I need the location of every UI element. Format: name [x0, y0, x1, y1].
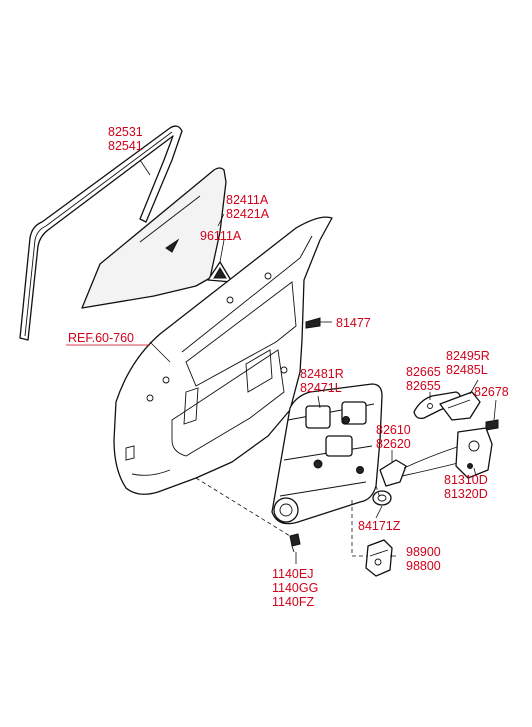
window-motor: [365, 539, 393, 577]
label-glass-clip: 96111A: [200, 229, 242, 243]
label-regulator-1: 82481R: [300, 367, 344, 381]
label-door-glass-2: 82421A: [226, 207, 270, 221]
label-run-channel-2: 82541: [108, 139, 143, 153]
label-bolt-81477: 81477: [336, 316, 371, 330]
label-bolts-1: 1140EJ: [272, 567, 313, 581]
label-rod-1: 82610: [376, 423, 411, 437]
label-run-channel-1: 82531: [108, 125, 143, 139]
label-bolts-2: 1140GG: [272, 581, 318, 595]
handle-frame: [439, 391, 481, 421]
label-door-glass-1: 82411A: [226, 193, 269, 207]
label-handle-frame-2: 82485L: [446, 363, 488, 377]
label-latch-1: 81310D: [444, 473, 488, 487]
seal-84171: [372, 490, 392, 506]
door-panel: [113, 216, 333, 495]
window-regulator: [271, 383, 383, 525]
label-motor-2: 98800: [406, 559, 441, 573]
label-bolts-3: 1140FZ: [272, 595, 315, 609]
bolt-81477: [305, 317, 321, 329]
label-rod-2: 82620: [376, 437, 411, 451]
label-handle-1: 82665: [406, 365, 441, 379]
glass-clip: [207, 261, 233, 283]
door-latch: [455, 427, 493, 479]
screw-82678: [485, 419, 499, 431]
leader-lines: [139, 159, 497, 564]
glass-run-channel: [19, 125, 183, 341]
label-ref: REF.60-760: [68, 331, 134, 345]
label-latch-2: 81320D: [444, 487, 488, 501]
label-seal-84171: 84171Z: [358, 519, 401, 533]
label-handle-2: 82655: [406, 379, 441, 393]
label-screw-82678: 82678: [474, 385, 509, 399]
label-regulator-2: 82471L: [300, 381, 342, 395]
label-motor-1: 98900: [406, 545, 441, 559]
label-handle-frame-1: 82495R: [446, 349, 490, 363]
bolt-1140: [289, 533, 301, 553]
assembly-lines: [195, 477, 381, 557]
